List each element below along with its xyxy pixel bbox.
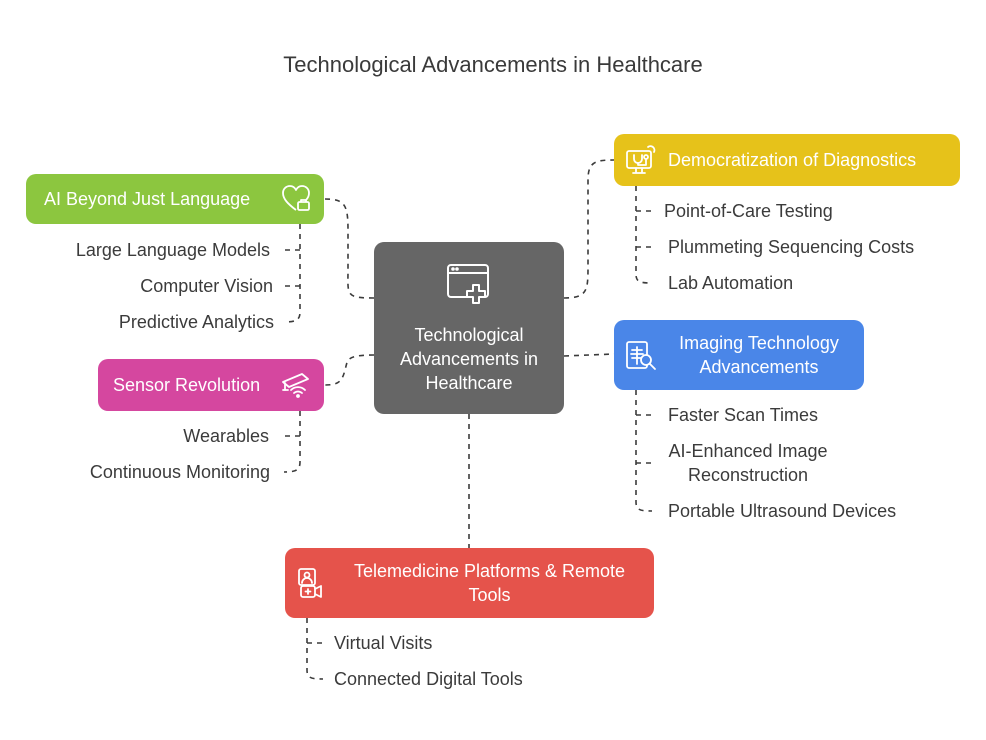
branch-democratization: Democratization of Diagnostics <box>614 134 960 186</box>
monitor-stethoscope-icon <box>624 143 658 177</box>
branch-telemedicine: Telemedicine Platforms & Remote Tools <box>285 548 654 618</box>
list-item: Connected Digital Tools <box>334 669 523 689</box>
connector-center-ai <box>324 198 375 299</box>
connector-ai-items <box>283 224 301 323</box>
list-item: Point-of-Care Testing <box>664 201 833 221</box>
browser-window-plus-icon <box>445 261 493 309</box>
list-item: Plummeting Sequencing Costs <box>668 237 915 257</box>
connector-sensor-items <box>283 411 301 473</box>
branch-imaging-label: Imaging Technology Advancements <box>679 333 839 377</box>
camera-wifi-icon <box>280 369 312 401</box>
list-item: Virtual Visits <box>334 633 433 653</box>
xray-search-icon <box>624 338 658 372</box>
branch-sensor: Sensor Revolution <box>98 359 324 411</box>
connector-imaging-items <box>635 390 653 512</box>
heart-briefcase-icon <box>280 183 312 215</box>
list-item: Wearables <box>183 426 269 446</box>
list-item: Faster Scan Times <box>668 405 819 425</box>
connector-center-democratization <box>563 159 615 299</box>
doctor-video-icon <box>295 566 329 600</box>
branch-democratization-label: Democratization of Diagnostics <box>668 150 917 170</box>
center-label: Technological Advancements in Healthcare <box>399 325 539 393</box>
list-item: AI-Enhanced Image Reconstruction <box>668 441 828 485</box>
list-item: Large Language Models <box>75 240 270 260</box>
branch-telemedicine-label: Telemedicine Platforms & Remote Tools <box>353 561 626 605</box>
center-node: Technological Advancements in Healthcare <box>374 242 564 414</box>
list-item: Computer Vision <box>140 276 273 296</box>
branch-sensor-label: Sensor Revolution <box>113 375 261 395</box>
branch-ai-label: AI Beyond Just Language <box>44 189 251 209</box>
branch-imaging: Imaging Technology Advancements <box>614 320 864 390</box>
connector-democratization-items <box>635 186 653 284</box>
list-item: Continuous Monitoring <box>89 462 270 482</box>
connector-telemedicine-items <box>306 618 324 680</box>
list-item: Portable Ultrasound Devices <box>668 501 897 521</box>
page-title: Technological Advancements in Healthcare <box>283 52 703 77</box>
list-item: Lab Automation <box>668 273 794 293</box>
list-item: Predictive Analytics <box>118 312 274 332</box>
connector-center-sensor <box>324 354 375 386</box>
connector-center-imaging <box>563 353 615 357</box>
branch-ai: AI Beyond Just Language <box>26 174 324 224</box>
